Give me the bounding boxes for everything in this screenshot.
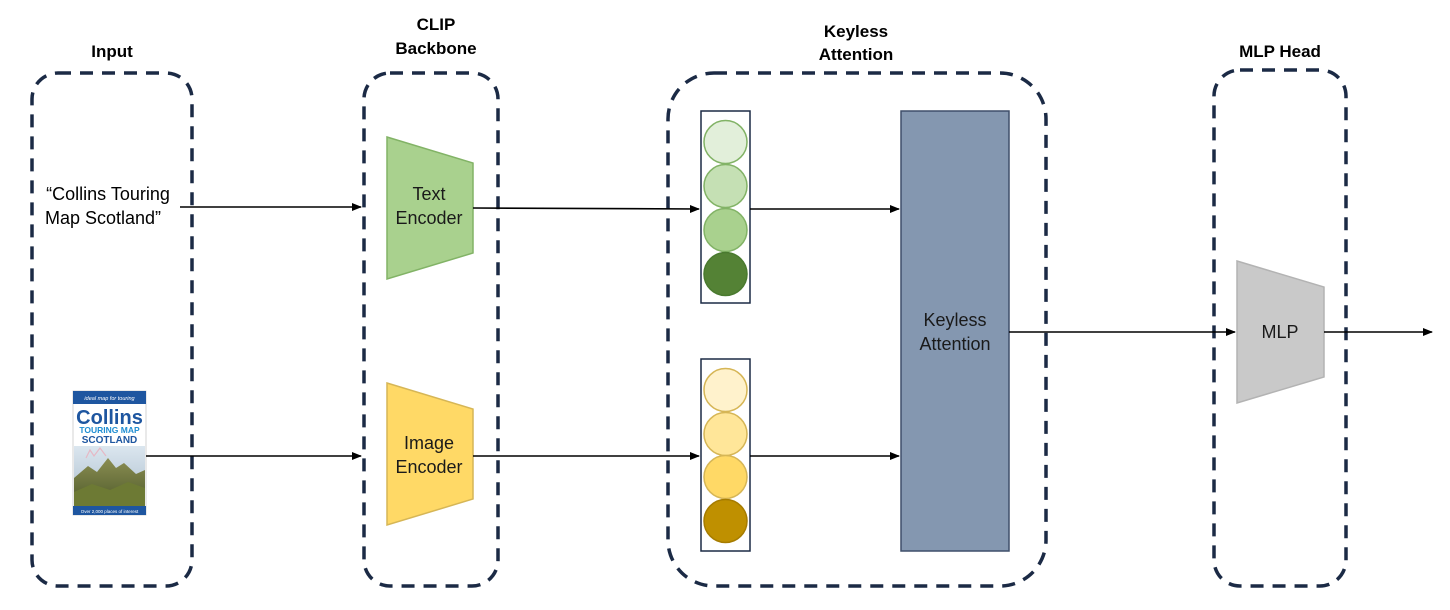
cover-subtitle-1: TOURING MAP	[79, 425, 140, 435]
keyless-section-title-line1: Keyless	[824, 22, 888, 41]
mlp-block	[1236, 259, 1325, 405]
cover-tagline: ideal map for touring	[84, 396, 135, 402]
image-encoder-block	[386, 381, 474, 527]
mlp-head-group-box	[1212, 68, 1348, 588]
text-token-3	[703, 207, 748, 253]
arrow-text-encoder-to-tokens	[472, 204, 700, 213]
image-token-4	[703, 498, 748, 544]
book-cover-image: ideal map for touring Collins TOURING MA…	[72, 390, 147, 516]
text-token-4	[703, 251, 748, 297]
keyless-section-title-line2: Attention	[819, 45, 894, 64]
mlp-head-section-title: MLP Head	[1239, 42, 1321, 61]
clip-section-title-line2: Backbone	[395, 39, 476, 58]
text-encoder-label-line1: Text	[412, 184, 445, 204]
cover-subtitle-2: SCOTLAND	[82, 435, 138, 446]
image-encoder-label-line2: Encoder	[395, 457, 462, 477]
clip-backbone-group-box	[362, 71, 500, 588]
text-token-1	[703, 119, 748, 165]
clip-section-title-line1: CLIP	[417, 15, 456, 34]
image-token-3	[703, 454, 748, 500]
image-encoder-label-line1: Image	[404, 433, 454, 453]
mlp-label: MLP	[1261, 322, 1298, 342]
cover-brand: Collins	[76, 407, 143, 429]
input-group-box	[30, 71, 194, 588]
keyless-attention-group-box	[666, 71, 1048, 588]
image-token-1	[703, 367, 748, 413]
input-text-line1: “Collins Touring	[46, 184, 170, 204]
keyless-attention-label-line2: Attention	[919, 334, 990, 354]
input-section-title: Input	[91, 42, 133, 61]
image-token-2	[703, 411, 748, 457]
text-encoder-block	[386, 135, 474, 281]
keyless-attention-label-line1: Keyless	[923, 310, 986, 330]
keyless-attention-block	[900, 110, 1010, 552]
text-token-2	[703, 163, 748, 209]
text-encoder-label-line2: Encoder	[395, 208, 462, 228]
cover-footer: Over 2,000 places of interest	[81, 509, 139, 514]
input-text-line2: Map Scotland”	[45, 208, 161, 228]
